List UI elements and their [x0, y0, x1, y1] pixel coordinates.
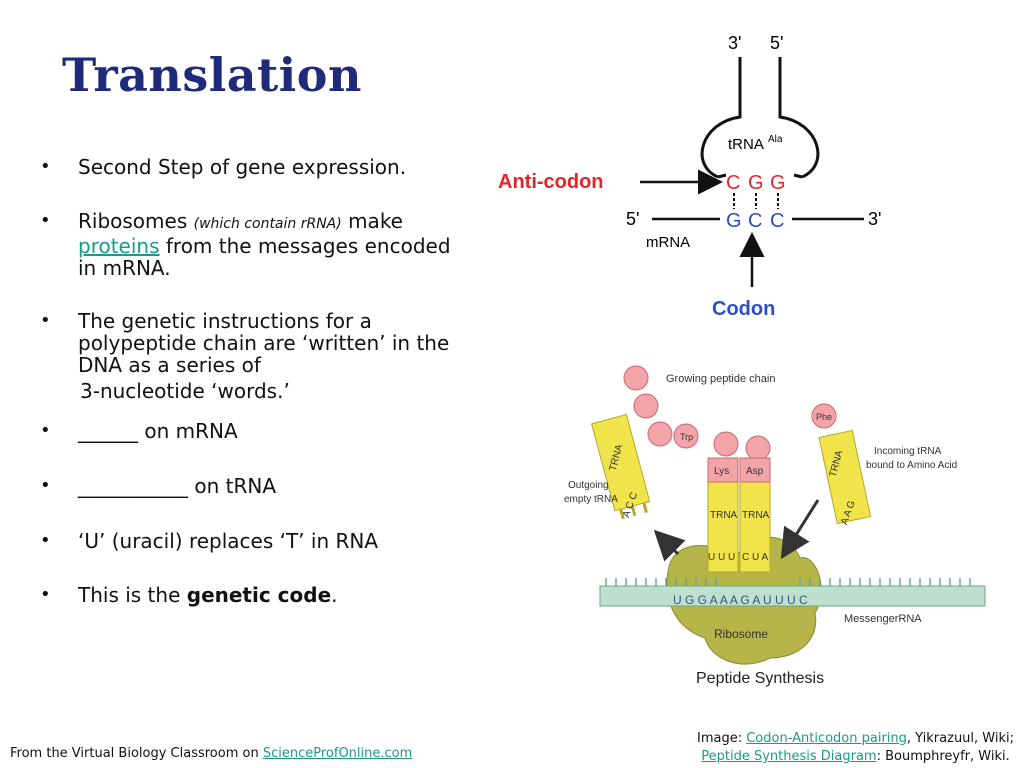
codon-base-3: C [770, 210, 784, 232]
trna-label: tRNA [728, 136, 764, 153]
footer-credit: From the Virtual Biology Classroom on Sc… [10, 746, 412, 761]
image-credit-line-2: Peptide Synthesis Diagram: Boumphreyfr, … [697, 748, 1014, 766]
outgoing-label-2: empty tRNA [564, 494, 618, 505]
cua-anticodon: C U A [742, 552, 768, 563]
messages-text: from the messages encoded in mRNA. [78, 234, 451, 280]
mrna-sequence: U G G A A A G A U U U C [673, 593, 808, 607]
messenger-rna-label: MessengerRNA [844, 613, 922, 625]
outgoing-label-1: Outgoing [568, 480, 609, 491]
bullet-dot: • [40, 475, 51, 496]
codon-label: Codon [712, 298, 775, 320]
peptide-synthesis-diagram: U G G A A A G A U U U C MessengerRNA Rib… [564, 365, 986, 687]
anticodon-base-1: C [726, 172, 740, 194]
uuu-anticodon: U U U [708, 552, 735, 563]
trna-loop [700, 57, 820, 179]
bullet-3-continued: 3-nucleotide ‘words.’ [80, 379, 290, 403]
lys-label: Lys [714, 466, 729, 477]
anticodon-label: Anti-codon [498, 171, 604, 193]
five-prime-top: 5' [770, 33, 783, 53]
bullet-dot: • [40, 530, 51, 551]
image-credit: Image: Codon-Anticodon pairing, Yikrazuu… [697, 730, 1014, 766]
ribosome-label: Ribosome [714, 627, 768, 641]
incoming-label-2: bound to Amino Acid [866, 460, 957, 471]
bullet-dot: • [40, 210, 51, 231]
proteins-link[interactable]: proteins [78, 234, 160, 258]
image-label: Image: [697, 731, 747, 746]
asp-label: Asp [746, 466, 764, 477]
bullet-text: Ribosomes (which contain rRNA) make prot… [78, 210, 458, 279]
make-text: make [341, 209, 403, 233]
mrna-teeth [605, 578, 971, 586]
diagram-caption: Peptide Synthesis [696, 670, 824, 687]
three-prime-mrna: 3' [868, 209, 881, 229]
codon-base-2: C [748, 210, 762, 232]
genetic-code-post: . [331, 583, 338, 607]
mrna-label: mRNA [646, 234, 690, 251]
footer-from: From the Virtual Biology Classroom on [10, 746, 263, 761]
ala-label: Ala [768, 134, 783, 145]
credit-author-1: , Yikrazuul, Wiki; [906, 731, 1014, 746]
bullet-dot: • [40, 584, 51, 605]
bullet-text: This is the genetic code. [78, 584, 458, 606]
trna-label-left: TRNA [710, 510, 738, 521]
genetic-code-pre: This is the [78, 583, 187, 607]
growing-chain-label: Growing peptide chain [666, 373, 775, 385]
bullet-text: ______ on mRNA [78, 419, 238, 443]
codon-anticodon-link[interactable]: Codon-Anticodon pairing [746, 731, 907, 746]
genetic-code-term: genetic code [186, 583, 332, 607]
incoming-label-1: Incoming tRNA [874, 446, 942, 457]
image-credit-line-1: Image: Codon-Anticodon pairing, Yikrazuu… [697, 730, 1014, 748]
bullet-text: ___________ on tRNA [78, 474, 277, 498]
base-pair-bonds [733, 193, 779, 209]
bullet-dot: • [40, 420, 51, 441]
bullet-text: The genetic instructions for a polypepti… [78, 309, 450, 377]
bullet-text: Second Step of gene expression. [78, 155, 407, 179]
codon-anticodon-diagram: 3' 5' tRNA Ala Anti-codon C G G 5' G C C… [498, 33, 881, 320]
anticodon-base-3: G [770, 172, 786, 194]
ribosome-trna-pair [707, 457, 771, 573]
ribosomes-text: Ribosomes [78, 209, 194, 233]
bullet-dot: • [40, 310, 51, 331]
slide-title: Translation [62, 48, 362, 102]
rrna-note: (which contain rRNA) [193, 216, 342, 232]
incoming-arrow [780, 499, 820, 560]
scienceprof-link[interactable]: ScienceProfOnline.com [262, 746, 413, 761]
three-prime-top: 3' [728, 33, 741, 53]
five-prime-mrna: 5' [626, 209, 639, 229]
trp-label: Trp [680, 432, 693, 442]
bullet-text: ‘U’ (uracil) replaces ‘T’ in RNA [78, 529, 379, 553]
outgoing-arrow [653, 529, 686, 562]
phe-label: Phe [816, 412, 832, 422]
outgoing-trna [590, 413, 651, 520]
anticodon-base-2: G [748, 172, 764, 194]
codon-base-1: G [726, 210, 742, 232]
incoming-trna [818, 429, 872, 525]
peptide-synthesis-link[interactable]: Peptide Synthesis Diagram [701, 749, 877, 764]
mrna-strip [599, 585, 986, 607]
peptide-chain [623, 365, 837, 461]
trna-label-right: TRNA [742, 510, 770, 521]
bullet-dot: • [40, 156, 51, 177]
credit-author-2: : Boumphreyfr, Wiki. [876, 749, 1010, 764]
